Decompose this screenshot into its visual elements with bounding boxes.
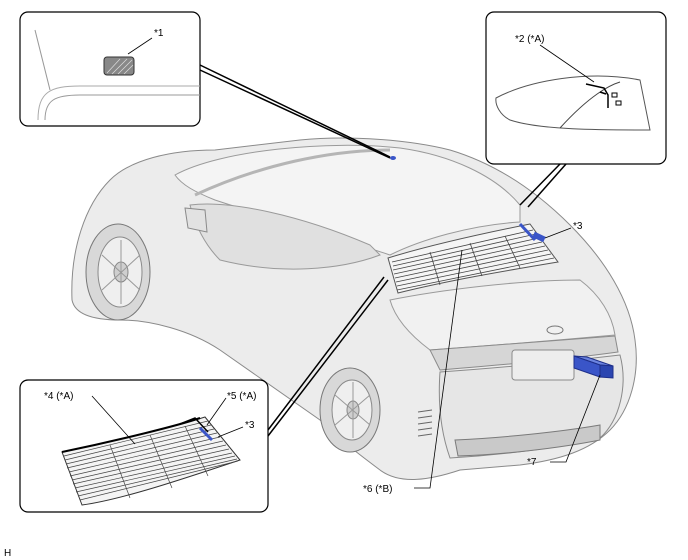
callout-3-inset: *3 (245, 420, 255, 431)
rear-vent-left (417, 409, 433, 437)
callout-5: *5 (*A) (227, 391, 256, 402)
car-roof (174, 144, 521, 256)
roof-crease (194, 148, 391, 197)
callout-3-top: *3 (573, 221, 583, 232)
callout-3-top-group: *3 (544, 221, 583, 239)
defogger-connector-marker (532, 231, 546, 243)
trunk-lid (389, 279, 616, 351)
inset-roof-detail: *1 (19, 11, 201, 127)
callout-7: *7 (527, 457, 537, 468)
callout-2: *2 (*A) (515, 34, 544, 45)
callout-1: *1 (154, 28, 164, 39)
rear-diffuser (454, 424, 601, 457)
car-illustration (71, 137, 637, 480)
rear-emblem (546, 325, 564, 335)
rear-window-defogger (387, 222, 559, 294)
roof-antenna-pad (103, 56, 135, 76)
door-mirror (184, 207, 208, 233)
figure-id: H (4, 548, 11, 559)
roof-antenna-marker (390, 156, 396, 160)
callout-6-group: *6 (*B) (363, 249, 463, 495)
leader-lines (199, 64, 567, 437)
rear-wheel (319, 367, 381, 453)
front-wheel (85, 223, 151, 321)
license-plate (511, 349, 575, 381)
defogger-grid (61, 416, 241, 506)
window-connector-detail (585, 83, 622, 108)
callout-6: *6 (*B) (363, 484, 392, 495)
inset-window-detail: *2 (*A) (485, 11, 667, 165)
callout-4: *4 (*A) (44, 391, 73, 402)
inset-defogger-detail: *4 (*A) *5 (*A) *3 (19, 379, 269, 513)
callout-7-group: *7 (527, 374, 601, 468)
side-window (189, 203, 381, 270)
part-7-noise-filter (573, 355, 614, 379)
